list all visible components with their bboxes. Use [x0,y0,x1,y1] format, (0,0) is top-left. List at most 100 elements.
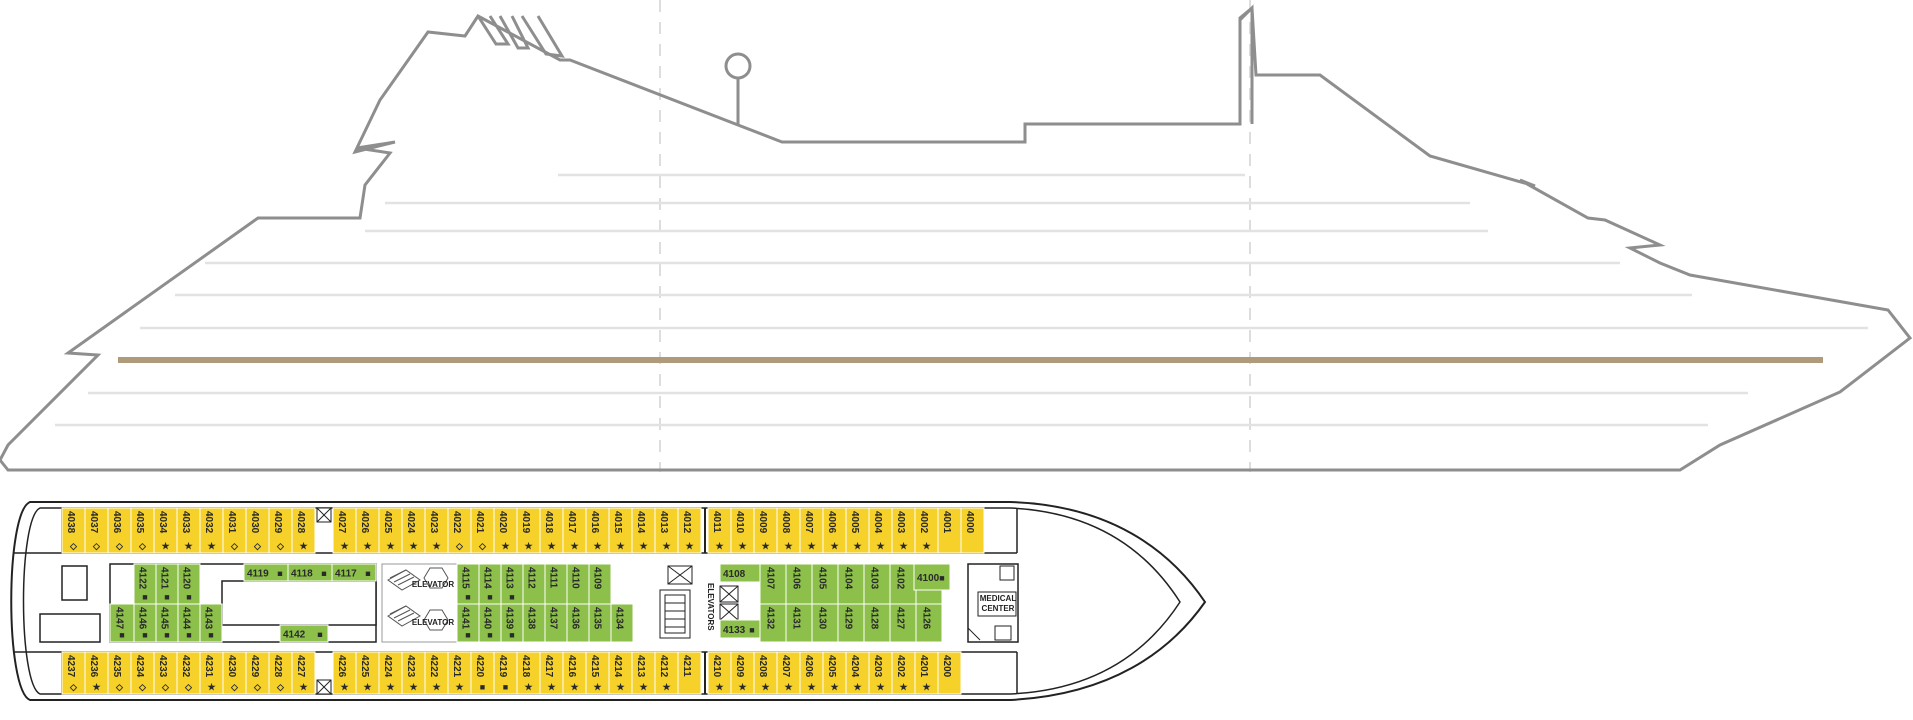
cabin-4121[interactable]: 4121■ [155,563,179,605]
cabin-4034[interactable]: 4034★ [153,507,178,554]
cabin-4142[interactable]: 4142■ [279,624,329,643]
cabin-4104[interactable]: 4104 [837,563,865,605]
cabin-4113[interactable]: 4113■ [500,563,524,605]
cabin-4100[interactable]: 4100■ [913,563,951,591]
cabin-4006[interactable]: 4006★ [822,507,847,554]
cabin-4140[interactable]: 4140■ [478,603,502,643]
cabin-4213[interactable]: 4213★ [631,651,656,695]
cabin-4038[interactable]: 4038◇ [61,507,86,554]
cabin-4030[interactable]: 4030◇ [245,507,270,554]
cabin-4137[interactable]: 4137 [544,603,568,643]
cabin-4207[interactable]: 4207★ [776,651,801,695]
cabin-4221[interactable]: 4221★ [447,651,472,695]
cabin-4145[interactable]: 4145■ [155,603,179,643]
cabin-4135[interactable]: 4135 [588,603,612,643]
cabin-4011[interactable]: 4011★ [707,507,732,554]
cabin-4016[interactable]: 4016★ [585,507,610,554]
cabin-4200[interactable]: 4200 [937,651,962,695]
cabin-4103[interactable]: 4103 [863,563,891,605]
cabin-4218[interactable]: 4218★ [516,651,541,695]
cabin-4110[interactable]: 4110 [566,563,590,605]
cabin-4133[interactable]: 4133■ [719,619,761,639]
cabin-4144[interactable]: 4144■ [177,603,201,643]
cabin-4021[interactable]: 4021◇ [470,507,495,554]
cabin-4001[interactable]: 4001 [937,507,962,554]
cabin-4130[interactable]: 4130 [811,603,839,643]
cabin-4131[interactable]: 4131 [785,603,813,643]
cabin-4205[interactable]: 4205★ [822,651,847,695]
cabin-4007[interactable]: 4007★ [799,507,824,554]
cabin-4032[interactable]: 4032★ [199,507,224,554]
cabin-4031[interactable]: 4031◇ [222,507,247,554]
cabin-4102[interactable]: 4102 [889,563,917,605]
cabin-4109[interactable]: 4109 [588,563,612,605]
cabin-4120[interactable]: 4120■ [177,563,201,605]
cabin-4106[interactable]: 4106 [785,563,813,605]
cabin-4027[interactable]: 4027★ [332,507,357,554]
cabin-4211[interactable]: 4211 [677,651,702,695]
cabin-4009[interactable]: 4009★ [753,507,778,554]
cabin-4132[interactable]: 4132 [759,603,787,643]
cabin-4019[interactable]: 4019★ [516,507,541,554]
cabin-4138[interactable]: 4138 [522,603,546,643]
cabin-4235[interactable]: 4235◇ [107,651,132,695]
cabin-4012[interactable]: 4012★ [677,507,702,554]
cabin-4216[interactable]: 4216★ [562,651,587,695]
cabin-4035[interactable]: 4035◇ [130,507,155,554]
cabin-4230[interactable]: 4230◇ [222,651,247,695]
cabin-4002[interactable]: 4002★ [914,507,939,554]
cabin-4223[interactable]: 4223★ [401,651,426,695]
cabin-4226[interactable]: 4226★ [332,651,357,695]
cabin-4222[interactable]: 4222★ [424,651,449,695]
cabin-4139[interactable]: 4139■ [500,603,524,643]
cabin-4231[interactable]: 4231★ [199,651,224,695]
cabin-4209[interactable]: 4209★ [730,651,755,695]
cabin-4000[interactable]: 4000 [960,507,985,554]
cabin-4005[interactable]: 4005★ [845,507,870,554]
cabin-4037[interactable]: 4037◇ [84,507,109,554]
cabin-4018[interactable]: 4018★ [539,507,564,554]
cabin-4204[interactable]: 4204★ [845,651,870,695]
cabin-4210[interactable]: 4210★ [707,651,732,695]
cabin-4201[interactable]: 4201★ [914,651,939,695]
cabin-4219[interactable]: 4219■ [493,651,518,695]
cabin-4118[interactable]: 4118■ [287,563,333,582]
cabin-4202[interactable]: 4202★ [891,651,916,695]
cabin-4033[interactable]: 4033★ [176,507,201,554]
cabin-4227[interactable]: 4227★ [291,651,316,695]
cabin-4128[interactable]: 4128 [863,603,891,643]
cabin-4013[interactable]: 4013★ [654,507,679,554]
cabin-4212[interactable]: 4212★ [654,651,679,695]
cabin-4020[interactable]: 4020★ [493,507,518,554]
cabin-4232[interactable]: 4232◇ [176,651,201,695]
cabin-4233[interactable]: 4233◇ [153,651,178,695]
cabin-4146[interactable]: 4146■ [133,603,157,643]
cabin-4143[interactable]: 4143■ [199,603,223,643]
cabin-4105[interactable]: 4105 [811,563,839,605]
cabin-4003[interactable]: 4003★ [891,507,916,554]
cabin-4236[interactable]: 4236★ [84,651,109,695]
cabin-4217[interactable]: 4217★ [539,651,564,695]
cabin-4126[interactable]: 4126 [915,603,943,643]
cabin-4215[interactable]: 4215★ [585,651,610,695]
cabin-4004[interactable]: 4004★ [868,507,893,554]
cabin-4115[interactable]: 4115■ [456,563,480,605]
cabin-4023[interactable]: 4023★ [424,507,449,554]
cabin-4122[interactable]: 4122■ [133,563,157,605]
cabin-4136[interactable]: 4136 [566,603,590,643]
cabin-4015[interactable]: 4015★ [608,507,633,554]
cabin-4225[interactable]: 4225★ [355,651,380,695]
cabin-4234[interactable]: 4234◇ [130,651,155,695]
cabin-4025[interactable]: 4025★ [378,507,403,554]
cabin-4147[interactable]: 4147■ [109,603,135,643]
cabin-4108[interactable]: 4108 [719,563,761,583]
cabin-4220[interactable]: 4220■ [470,651,495,695]
cabin-4237[interactable]: 4237◇ [61,651,86,695]
cabin-4008[interactable]: 4008★ [776,507,801,554]
cabin-4014[interactable]: 4014★ [631,507,656,554]
cabin-4022[interactable]: 4022◇ [447,507,472,554]
cabin-4107[interactable]: 4107 [759,563,787,605]
cabin-4010[interactable]: 4010★ [730,507,755,554]
cabin-4229[interactable]: 4229◇ [245,651,270,695]
cabin-4129[interactable]: 4129 [837,603,865,643]
